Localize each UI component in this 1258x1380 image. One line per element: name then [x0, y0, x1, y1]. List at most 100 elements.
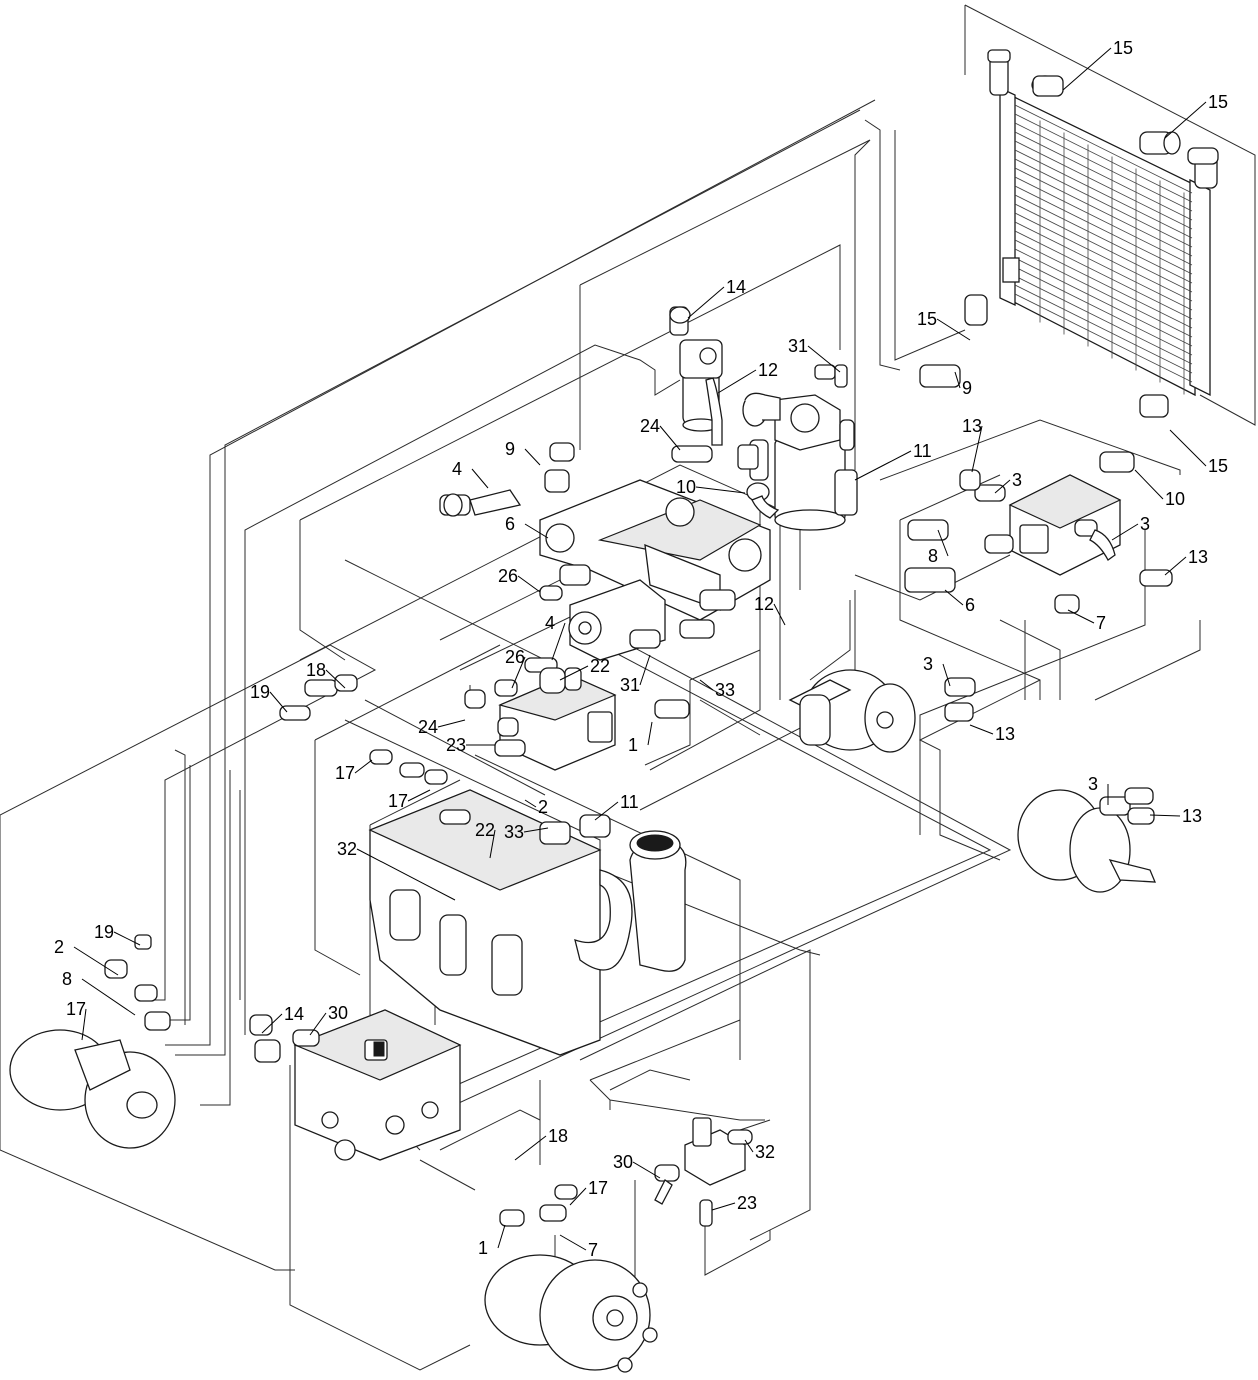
cooler-fin	[1014, 266, 1193, 356]
pump-icon	[439, 479, 771, 621]
callout-label-c-23a: 23	[446, 735, 466, 755]
callout-leader-c-12b	[773, 603, 786, 626]
callout-leader-c-2a	[524, 799, 537, 808]
callout-label-c-12b: 12	[754, 594, 774, 614]
callout-leader-c-24b	[437, 719, 466, 728]
callout-label-c-3d: 3	[1088, 774, 1098, 794]
cooler-fin	[1014, 104, 1193, 194]
callout-label-c-22a: 22	[590, 656, 610, 676]
callout-leader-c-8a	[937, 529, 949, 557]
callout-leader-c-3b	[1111, 523, 1139, 541]
callout-label-c-15a: 15	[1113, 38, 1133, 58]
callout-leader-c-8b	[81, 978, 136, 1016]
callout-label-c-26a: 26	[498, 566, 518, 586]
callout-leader-c-6a	[524, 523, 549, 539]
wheel-motor-left-icon	[9, 934, 176, 1149]
callout-leader-c-17d	[569, 1187, 587, 1206]
cooler-fin	[1014, 221, 1193, 311]
callout-leader-c-14a	[687, 286, 725, 319]
callout-label-c-18a: 18	[306, 660, 326, 680]
callout-label-c-13c: 13	[995, 724, 1015, 744]
callout-label-c-11a: 11	[913, 441, 932, 461]
callout-label-c-15b: 15	[1208, 92, 1228, 112]
cooler-fin	[1014, 194, 1193, 284]
cooler-fin	[1014, 176, 1193, 266]
callout-leader-c-17b	[407, 789, 431, 802]
callout-label-c-11b: 11	[620, 792, 639, 812]
callout-leader-c-13b	[1164, 556, 1187, 576]
callout-leader-c-1a	[647, 721, 653, 746]
valve-icon	[654, 1117, 753, 1227]
callout-leader-c-11a	[854, 450, 912, 481]
callout-label-c-9a: 9	[962, 378, 972, 398]
callout-label-c-33a: 33	[715, 680, 735, 700]
callout-leader-c-17a	[354, 759, 373, 774]
wheel-motor-right-lower-icon	[1017, 787, 1156, 893]
callout-leader-c-30b	[632, 1161, 661, 1179]
cooler-fin	[1014, 113, 1193, 203]
callout-leader-c-4a	[471, 468, 489, 489]
callout-leader-c-2b	[73, 946, 119, 976]
callout-leader-c-19b	[113, 931, 141, 946]
manifold-main-icon	[249, 1009, 462, 1161]
callout-label-c-30a: 30	[328, 1003, 348, 1023]
filter-icon	[669, 306, 723, 446]
callout-label-c-3b: 3	[1140, 514, 1150, 534]
callout-label-c-10b: 10	[1165, 489, 1185, 509]
cooler-fin	[1014, 239, 1193, 329]
callout-label-c-32b: 32	[755, 1142, 775, 1162]
callout-label-c-19a: 19	[250, 682, 270, 702]
callout-leader-c-32a	[356, 848, 456, 901]
callout-label-c-24a: 24	[640, 416, 660, 436]
callout-label-c-19b: 19	[94, 922, 114, 942]
wheel-motor-right-upper-icon	[788, 669, 976, 753]
callout-label-c-4b: 4	[545, 613, 555, 633]
tank-icon	[368, 789, 687, 1056]
callout-label-c-30b: 30	[613, 1152, 633, 1172]
callout-label-c-13b: 13	[1188, 547, 1208, 567]
callout-label-c-13a: 13	[962, 416, 982, 436]
callout-leader-c-31b	[639, 654, 651, 686]
callout-leader-c-18b	[514, 1135, 547, 1161]
callout-label-c-17d: 17	[588, 1178, 608, 1198]
callout-leader-c-26b	[511, 656, 526, 689]
callout-label-c-8b: 8	[62, 969, 72, 989]
callout-leader-c-33b	[523, 827, 549, 833]
callout-label-c-18b: 18	[548, 1126, 568, 1146]
manifold-icon	[279, 294, 1173, 785]
callout-label-c-22b: 22	[475, 820, 495, 840]
cooler-fin	[1014, 293, 1193, 383]
callout-leader-c-6b	[944, 589, 964, 606]
callout-leader-c-9b	[524, 448, 541, 466]
callout-leader-c-19a	[269, 691, 288, 713]
callout-label-c-31a: 31	[788, 336, 808, 356]
callout-label-c-13d: 13	[1182, 806, 1202, 826]
callout-label-c-14b: 14	[284, 1004, 304, 1024]
callout-leader-c-24a	[659, 425, 681, 451]
callout-leader-c-15d	[1169, 429, 1207, 467]
callout-label-c-14a: 14	[726, 277, 746, 297]
callout-leader-c-12a	[717, 369, 757, 394]
callout-leader-c-13c	[969, 724, 994, 735]
cooler-fin	[1014, 122, 1193, 212]
callout-leader-c-17c	[81, 1008, 87, 1041]
callout-leader-c-15c	[936, 318, 971, 341]
callout-label-c-3c: 3	[923, 654, 933, 674]
gear-pump-icon	[568, 579, 666, 661]
cooler-fin	[1014, 131, 1193, 221]
callout-leader-c-9a	[954, 371, 961, 389]
callout-label-c-17a: 17	[335, 763, 355, 783]
callout-leader-c-33a	[699, 679, 714, 691]
callout-leader-c-7a	[1067, 609, 1095, 624]
callout-leader-c-3a	[994, 479, 1011, 494]
callout-label-c-7a: 7	[1096, 613, 1106, 633]
callout-label-c-3a: 3	[1012, 470, 1022, 490]
callout-label-c-9b: 9	[505, 439, 515, 459]
callout-label-c-8a: 8	[928, 546, 938, 566]
cooler-fin	[1014, 275, 1193, 365]
callout-label-c-17c: 17	[66, 999, 86, 1019]
callout-label-c-6b: 6	[965, 595, 975, 615]
callout-label-c-33b: 33	[504, 822, 524, 842]
